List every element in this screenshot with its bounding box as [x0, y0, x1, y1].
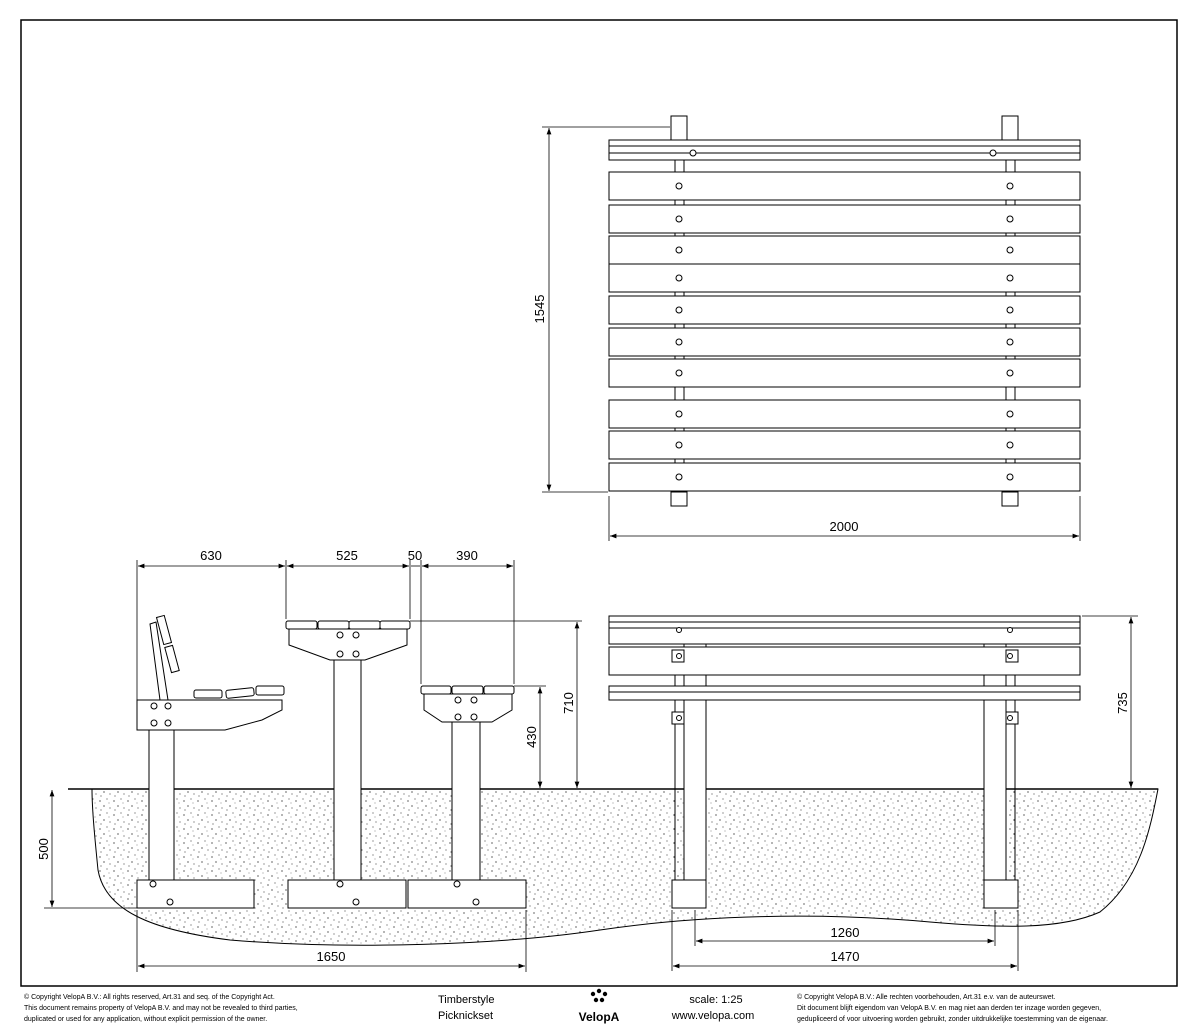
- copyright-en-line-2: This document remains property of VelopA…: [24, 1005, 298, 1012]
- copyright-en-line-3: duplicated or used for any application, …: [24, 1016, 267, 1023]
- top-view-bolts: [675, 149, 1014, 481]
- scale-label: scale: 1:25: [689, 994, 742, 1006]
- dim-front-height: 735: [1115, 692, 1130, 714]
- dim-post-inner: 1260: [831, 925, 860, 940]
- copyright-en-line-1: © Copyright VelopA B.V.: All rights rese…: [24, 993, 275, 1001]
- copyright-nl-line-3: gedupliceerd of voor uitvoering worden g…: [797, 1016, 1108, 1023]
- dim-bench-depth: 630: [200, 548, 222, 563]
- dim-foundation-length: 1650: [317, 949, 346, 964]
- front-view-bolts: [676, 627, 1013, 721]
- website-link[interactable]: www.velopa.com: [671, 1010, 755, 1022]
- side-view-dimension-lines: [44, 560, 582, 972]
- front-view-dimension-lines: [671, 615, 1138, 971]
- side-view-bolts: [149, 631, 480, 906]
- brand-name: VelopA: [579, 1010, 620, 1024]
- dim-seat-depth: 390: [456, 548, 478, 563]
- product-line: Timberstyle: [438, 994, 494, 1006]
- front-view: [608, 615, 1081, 909]
- dim-table-height: 710: [561, 692, 576, 714]
- dim-gap: 50: [408, 548, 422, 563]
- dim-table-half: 525: [336, 548, 358, 563]
- dim-top-width: 2000: [830, 519, 859, 534]
- side-view: [136, 614, 527, 909]
- dim-seat-height: 430: [524, 726, 539, 748]
- top-view: [608, 115, 1081, 507]
- dim-top-depth: 1545: [532, 295, 547, 324]
- velopa-logo-icon: [590, 988, 608, 1003]
- copyright-nl-line-2: Dit document blijft eigendom van VelopA …: [797, 1005, 1101, 1012]
- product-name: Picknickset: [438, 1010, 493, 1022]
- copyright-nl-line-1: © Copyright VelopA B.V.: Alle rechten vo…: [797, 993, 1056, 1001]
- top-view-dimension-lines: [542, 126, 1081, 541]
- dim-post-outer: 1470: [831, 949, 860, 964]
- dim-foundation-depth: 500: [36, 838, 51, 860]
